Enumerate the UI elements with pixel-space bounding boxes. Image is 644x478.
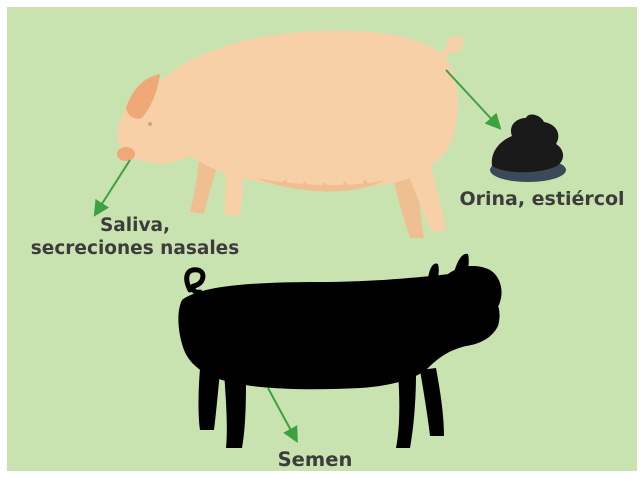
- saliva-label-line1: Saliva,: [18, 214, 252, 237]
- saliva-label: Saliva, secreciones nasales: [18, 214, 252, 260]
- saliva-label-line2: secreciones nasales: [18, 237, 252, 260]
- orina-label: Orina, estiércol: [452, 188, 632, 211]
- semen-label: Semen: [250, 448, 380, 471]
